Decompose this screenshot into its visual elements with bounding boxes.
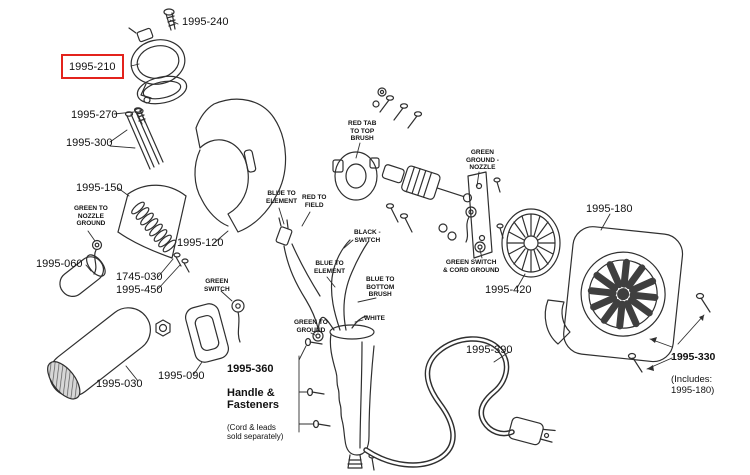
armature-part — [381, 164, 473, 203]
switch-ground-terminal-part — [231, 299, 245, 343]
fan-wheel-1995-420-part — [501, 208, 561, 278]
element-pipe-1995-030-part — [47, 307, 151, 400]
highlight-box-1995-210[interactable]: 1995-210 — [61, 54, 124, 79]
wire-harness-part — [312, 239, 369, 342]
screws-1995-300-part — [124, 107, 164, 170]
part-label-1995-420[interactable]: 1995-420 — [485, 284, 532, 296]
part-label-1995-180[interactable]: 1995-180 — [586, 203, 633, 215]
part-label-1995-330: 1995-330 — [671, 351, 716, 363]
element-connector-part — [275, 217, 321, 329]
handle-1995-360-part — [329, 324, 375, 469]
wire-label-blue-bottom-brush: BLUE TO BOTTOM BRUSH — [366, 276, 395, 298]
mica-ring-part — [136, 75, 188, 105]
wire-label-green-switch: GREEN SWITCH — [204, 278, 230, 293]
wire-label-green-switch-cord-ground: GREEN SWITCH & CORD GROUND — [443, 259, 500, 274]
wire-label-blue-element-upper: BLUE TO ELEMENT — [266, 190, 298, 205]
nozzle-clamp-1995-210-part — [128, 27, 186, 99]
part-label-1995-450[interactable]: 1995-450 — [116, 284, 163, 296]
part-label-1995-210: 1995-210 — [69, 61, 116, 73]
motor-screws-top-part — [372, 87, 423, 129]
wire-label-green-to-ground: GREEN TO GROUND — [294, 319, 328, 334]
motor-field-part — [332, 151, 380, 201]
wire-label-red-tab-top-brush: RED TAB TO TOP BRUSH — [348, 120, 377, 142]
part-label-1995-030[interactable]: 1995-030 — [96, 378, 143, 390]
housing-shell-1995-120-part — [194, 98, 287, 233]
part-label-1995-360-block[interactable]: 1995-360 Handle & Fasteners (Cord & lead… — [227, 351, 283, 453]
heating-element-1995-150-part — [117, 184, 187, 259]
hex-nut-part — [155, 319, 171, 337]
part-label-1995-360: 1995-360 — [227, 363, 274, 375]
part-label-1995-390[interactable]: 1995-390 — [466, 344, 513, 356]
wire-label-green-ground-nozzle: GREEN GROUND - NOZZLE — [466, 149, 499, 171]
leader-lines — [85, 19, 705, 433]
part-label-1995-300[interactable]: 1995-300 — [66, 137, 113, 149]
part-label-1995-090[interactable]: 1995-090 — [158, 370, 205, 382]
part-label-1995-330-note: (Includes: 1995-180) — [671, 374, 715, 396]
nozzle-ground-wire-part — [91, 239, 103, 275]
element-tube-1995-060-part — [59, 254, 106, 297]
part-label-1995-360-name: Handle & Fasteners — [227, 387, 279, 411]
part-label-1995-150[interactable]: 1995-150 — [76, 182, 123, 194]
wire-label-blue-element-lower: BLUE TO ELEMENT — [314, 260, 346, 275]
screw-1995-240-part — [163, 8, 176, 31]
switch-boot-1995-090-part — [184, 303, 230, 363]
part-label-1995-330-block[interactable]: 1995-330 (Includes: 1995-180) — [671, 339, 715, 408]
part-label-1995-240[interactable]: 1995-240 — [182, 16, 229, 28]
rear-screws-part — [627, 292, 711, 373]
part-label-1995-270[interactable]: 1995-270 — [71, 109, 118, 121]
wire-label-black-switch: BLACK - SWITCH — [354, 229, 381, 244]
motor-screws-bottom-part — [385, 203, 457, 241]
part-label-1745-030[interactable]: 1745-030 — [116, 271, 163, 283]
rear-housing-part — [563, 226, 684, 363]
wire-label-white: WHITE — [364, 315, 385, 322]
wire-label-red-field: RED TO FIELD — [302, 194, 327, 209]
motor-mount-part — [544, 299, 571, 345]
part-label-1995-120[interactable]: 1995-120 — [177, 237, 224, 249]
part-label-1995-060[interactable]: 1995-060 — [36, 258, 83, 270]
power-cord-1995-390-part — [363, 336, 556, 468]
wire-label-green-nozzle-ground: GREEN TO NOZZLE GROUND — [74, 205, 108, 227]
screws-1745-030-part — [173, 252, 190, 273]
ground-bracket-part — [465, 171, 504, 259]
part-label-1995-360-note: (Cord & leads sold separately) — [227, 423, 284, 441]
